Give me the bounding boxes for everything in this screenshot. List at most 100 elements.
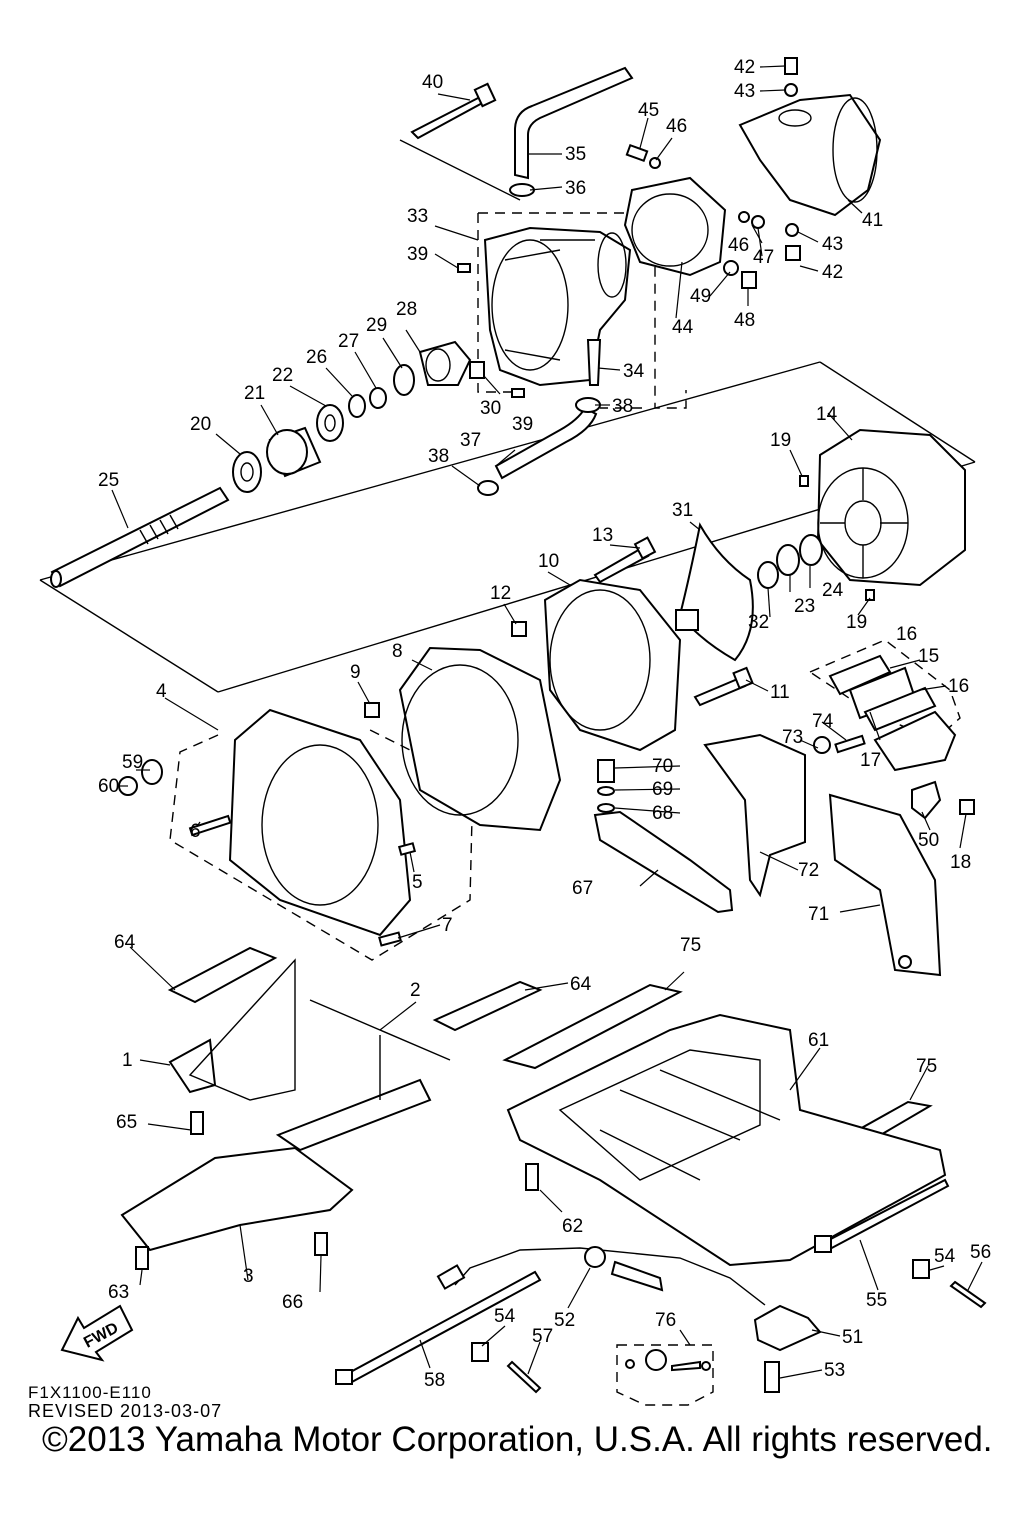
- callout-25: 25: [98, 470, 119, 491]
- bolt-48: [741, 271, 757, 289]
- stud-7: [378, 931, 402, 947]
- callout-56: 56: [970, 1242, 991, 1263]
- cable-sheath-52: [610, 1260, 664, 1292]
- callout-59: 59: [122, 752, 143, 773]
- callout-38: 38: [612, 396, 633, 417]
- callout-72: 72: [798, 860, 819, 881]
- bolt-40: [410, 82, 497, 140]
- nut-47: [751, 215, 765, 229]
- hose-35: [514, 66, 634, 180]
- callout-37: 37: [460, 430, 481, 451]
- callout-31: 31: [672, 500, 693, 521]
- gasket-16a: [828, 654, 892, 696]
- callout-19b: 19: [846, 612, 867, 633]
- bolt-45: [625, 143, 649, 163]
- collar-73: [813, 736, 831, 754]
- callout-71: 71: [808, 904, 829, 925]
- bolt-62: [525, 1163, 539, 1191]
- collar-43b: [785, 223, 799, 237]
- group-outline-76: [616, 1344, 714, 1406]
- callout-76: 76: [655, 1310, 676, 1331]
- callout-75: 75: [680, 935, 701, 956]
- ring-32: [757, 561, 779, 589]
- seal-24: [799, 534, 823, 566]
- deflector-ring-44: [623, 176, 727, 277]
- tie-head-58: [335, 1369, 353, 1385]
- callout-29: 29: [366, 315, 387, 336]
- washer-46b: [738, 211, 750, 223]
- collar-49: [723, 260, 739, 276]
- callout-6: 6: [190, 821, 201, 842]
- impeller-31: [675, 522, 754, 662]
- pin-5: [397, 842, 417, 856]
- callout-2: 2: [410, 980, 421, 1001]
- bracket-50: [911, 780, 942, 820]
- callout-54b: 54: [494, 1306, 516, 1327]
- callout-48: 48: [734, 310, 755, 331]
- shaft-envelope-line: [39, 361, 976, 693]
- bracket-72: [703, 733, 806, 898]
- bolt-11-head: [732, 666, 754, 690]
- callout-1: 1: [122, 1050, 133, 1071]
- callout-53: 53: [824, 1360, 845, 1381]
- callout-28: 28: [396, 299, 417, 320]
- callout-70: 70: [652, 756, 673, 777]
- callout-52: 52: [554, 1310, 575, 1331]
- callout-32: 32: [748, 612, 769, 633]
- adapter-plate-4: [228, 708, 412, 937]
- callout-8: 8: [392, 641, 403, 662]
- bolt-63: [135, 1246, 149, 1270]
- cable-end: [436, 1264, 466, 1290]
- washer-46a: [649, 157, 661, 169]
- clamp-38a: [477, 480, 499, 496]
- callout-26: 26: [306, 347, 327, 368]
- callout-19: 19: [770, 430, 791, 451]
- bolt-53: [764, 1361, 780, 1393]
- mount-rubber-64b: [432, 980, 543, 1032]
- gasket-16b: [863, 686, 937, 732]
- callout-39: 39: [407, 244, 428, 265]
- bolt-30: [469, 361, 485, 379]
- pump-housing-14: [816, 428, 966, 587]
- callout-41: 41: [862, 210, 883, 231]
- callout-43: 43: [734, 81, 755, 102]
- nozzle-housing-33: [483, 226, 632, 387]
- bolt-70: [597, 759, 615, 783]
- callout-60: 60: [98, 776, 119, 797]
- cap-28: [418, 340, 472, 386]
- pin-39a: [457, 263, 471, 273]
- callout-4: 4: [156, 681, 167, 702]
- mount-rubber-75a: [502, 983, 683, 1070]
- callout-42b: 42: [822, 262, 843, 283]
- callout-16b: 16: [948, 676, 969, 697]
- callout-10: 10: [538, 551, 559, 572]
- callout-54: 54: [934, 1246, 956, 1267]
- bearing-20: [232, 451, 262, 493]
- bolt-66: [314, 1232, 328, 1256]
- callout-65: 65: [116, 1112, 137, 1133]
- oring-29: [393, 364, 415, 396]
- top-envelope-line: [399, 139, 521, 201]
- clip-54b: [912, 1259, 930, 1279]
- cover-71: [828, 793, 942, 977]
- bolt-65: [190, 1111, 204, 1135]
- callout-20: 20: [190, 414, 211, 435]
- group-outline-33: [477, 212, 687, 409]
- callout-45: 45: [638, 100, 659, 121]
- copyright-notice: ©2013 Yamaha Motor Corporation, U.S.A. A…: [42, 1420, 993, 1459]
- callout-22: 22: [272, 365, 293, 386]
- callout-51: 51: [842, 1327, 863, 1348]
- collar-9: [364, 702, 380, 718]
- pin-19a: [799, 475, 809, 487]
- callout-42: 42: [734, 57, 755, 78]
- revision-date: REVISED 2013-03-07: [28, 1401, 223, 1421]
- cable-52: [454, 1247, 766, 1306]
- seal-23: [776, 544, 800, 576]
- bracket-1: [168, 1038, 217, 1094]
- ring-27: [369, 387, 387, 409]
- diagram-code: F1X1100-E110: [28, 1383, 152, 1402]
- callout-58: 58: [424, 1370, 445, 1391]
- leader-lines: [111, 65, 983, 1379]
- pin-19b: [865, 589, 875, 601]
- pin-57: [506, 1360, 542, 1394]
